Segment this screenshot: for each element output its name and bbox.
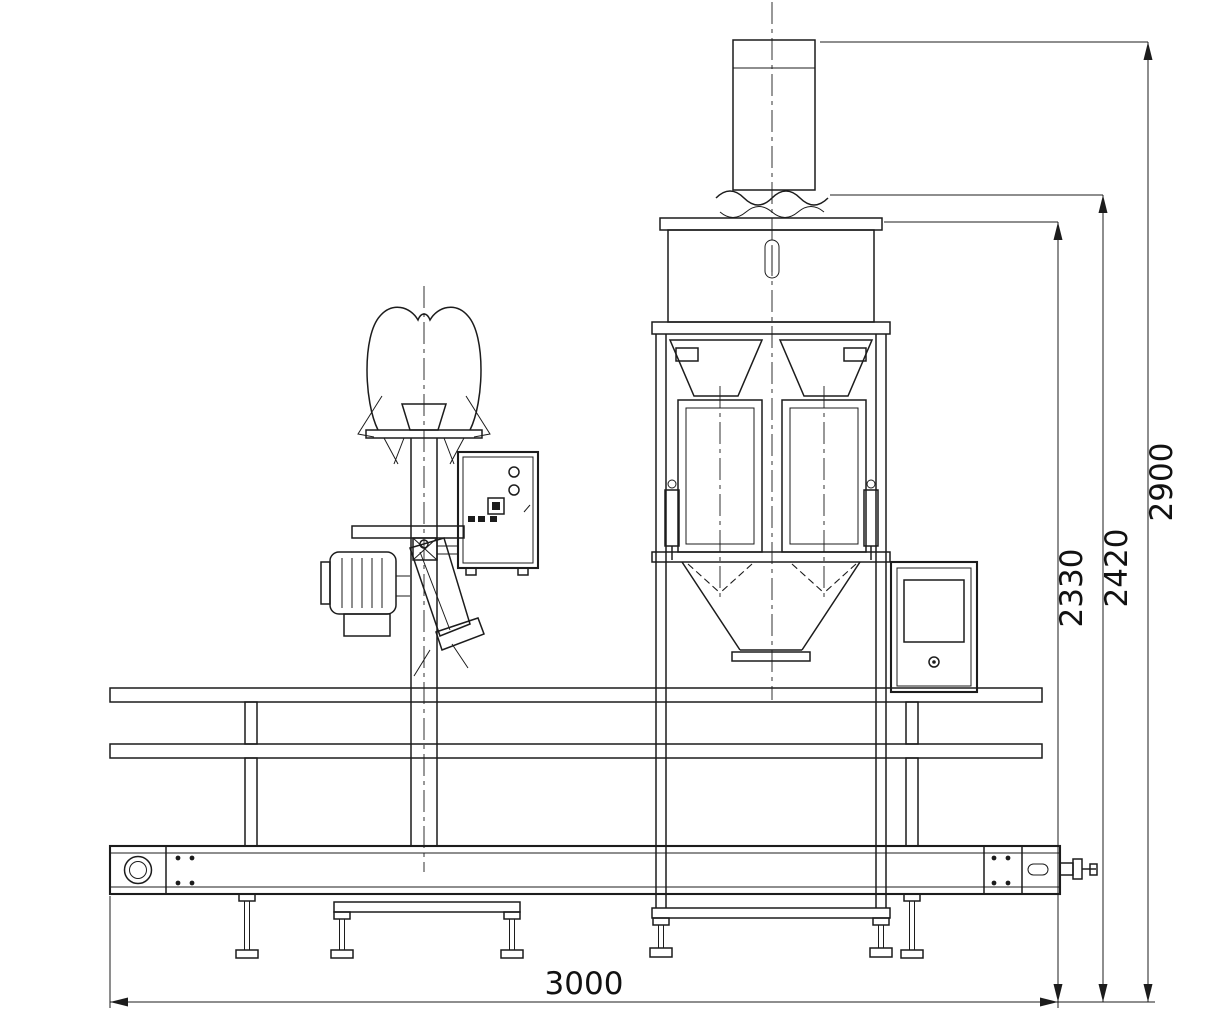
machine-feet [649, 917, 893, 958]
bag-clamp-station [320, 286, 540, 872]
dimension-overall-height: 2900 [820, 41, 1180, 1002]
hmi-screen [903, 579, 965, 643]
weigh-hopper-left [677, 386, 763, 600]
machine-frame [651, 321, 891, 919]
leveling-feet [235, 893, 924, 959]
discharge-cone [681, 561, 861, 662]
dim-label-2330: 2330 [1054, 549, 1090, 628]
left-post [244, 701, 258, 745]
belt-tensioner [1059, 858, 1098, 880]
control-box [437, 450, 540, 576]
tension-slot [1027, 863, 1049, 876]
dimension-hopper-top-height: 2330 [884, 221, 1090, 1002]
left-base-bar [333, 901, 521, 913]
dim-label-3000: 3000 [545, 966, 624, 1002]
filling-bag [357, 306, 491, 438]
sewing-motor [329, 551, 397, 615]
platform-rails [109, 687, 1043, 847]
control-switch [487, 497, 505, 515]
lower-rail [109, 743, 1043, 759]
conveyor-roller [123, 855, 153, 885]
support-column [410, 438, 438, 846]
pneumatic-cylinder-right [863, 479, 879, 560]
right-post [905, 701, 919, 745]
bag-clamp-spout [365, 403, 483, 465]
pneumatic-cylinder-left [664, 479, 680, 560]
sewing-unit [320, 525, 485, 677]
control-button-1 [508, 466, 520, 478]
flexible-connector [715, 190, 829, 218]
dimension-annotations: 3000 2330 2420 2900 [109, 41, 1180, 1008]
sewing-arm [409, 537, 471, 637]
sewing-foot [435, 617, 485, 651]
weighing-machine [649, 2, 893, 958]
hmi-button [928, 656, 940, 668]
hmi-control-panel [889, 560, 979, 694]
inlet-pipe [732, 39, 816, 191]
weigh-hopper-right [781, 386, 867, 600]
belt-conveyor [108, 844, 1098, 896]
dosing-funnels [668, 339, 874, 397]
storage-hopper [659, 217, 883, 323]
dim-label-2420: 2420 [1099, 529, 1135, 608]
control-button-2 [508, 484, 520, 496]
dimension-inlet-joint-height: 2420 [830, 194, 1135, 1002]
dimension-overall-width: 3000 [109, 896, 1155, 1008]
upper-rail [109, 687, 1043, 703]
dim-label-2900: 2900 [1144, 443, 1180, 522]
